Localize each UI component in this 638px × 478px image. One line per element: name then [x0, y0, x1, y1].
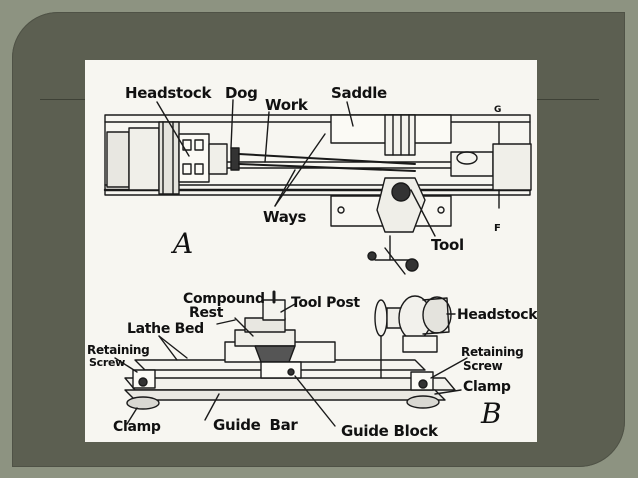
label-ways: Ways	[263, 208, 307, 226]
diagram-a-drawing	[103, 114, 532, 275]
label-guide-bar: Guide Bar	[213, 416, 298, 434]
diagram-b-leaders	[114, 303, 468, 427]
lathe-drawing	[103, 99, 532, 427]
label-g: G	[494, 105, 502, 115]
label-clamp-left: Clamp	[113, 419, 161, 435]
label-headstock-b: Headstock	[457, 307, 537, 323]
label-guide-block: Guide Block	[341, 422, 438, 440]
label-headstock-a: Headstock	[125, 84, 212, 102]
label-compound-rest-line1: Compound	[183, 291, 265, 307]
diagram-b-drawing	[124, 290, 456, 410]
label-clamp-right: Clamp	[463, 379, 511, 395]
label-work: Work	[265, 96, 308, 114]
label-tool-post: Tool Post	[291, 295, 360, 311]
label-retaining-screw-right-line1: Retaining	[461, 345, 524, 359]
label-f: F	[494, 223, 501, 234]
label-letter-b: B	[481, 397, 502, 430]
label-saddle: Saddle	[331, 84, 387, 102]
label-tool: Tool	[431, 236, 464, 254]
label-letter-a: A	[173, 227, 194, 260]
label-retaining-screw-left-line2: Screw	[89, 356, 125, 369]
label-retaining-screw-right-line2: Screw	[463, 359, 503, 373]
lathe-diagram-figure: Headstock Dog Work Saddle Ways Tool G F …	[85, 60, 537, 442]
diagram-a-leaders	[156, 99, 436, 237]
decorative-rule-right	[537, 99, 599, 100]
label-retaining-screw-left-line1: Retaining	[87, 343, 150, 357]
label-dog: Dog	[225, 84, 258, 102]
decorative-rule-left	[40, 99, 86, 100]
label-compound-rest-line2: Rest	[189, 305, 224, 321]
label-lathe-bed: Lathe Bed	[127, 321, 204, 337]
